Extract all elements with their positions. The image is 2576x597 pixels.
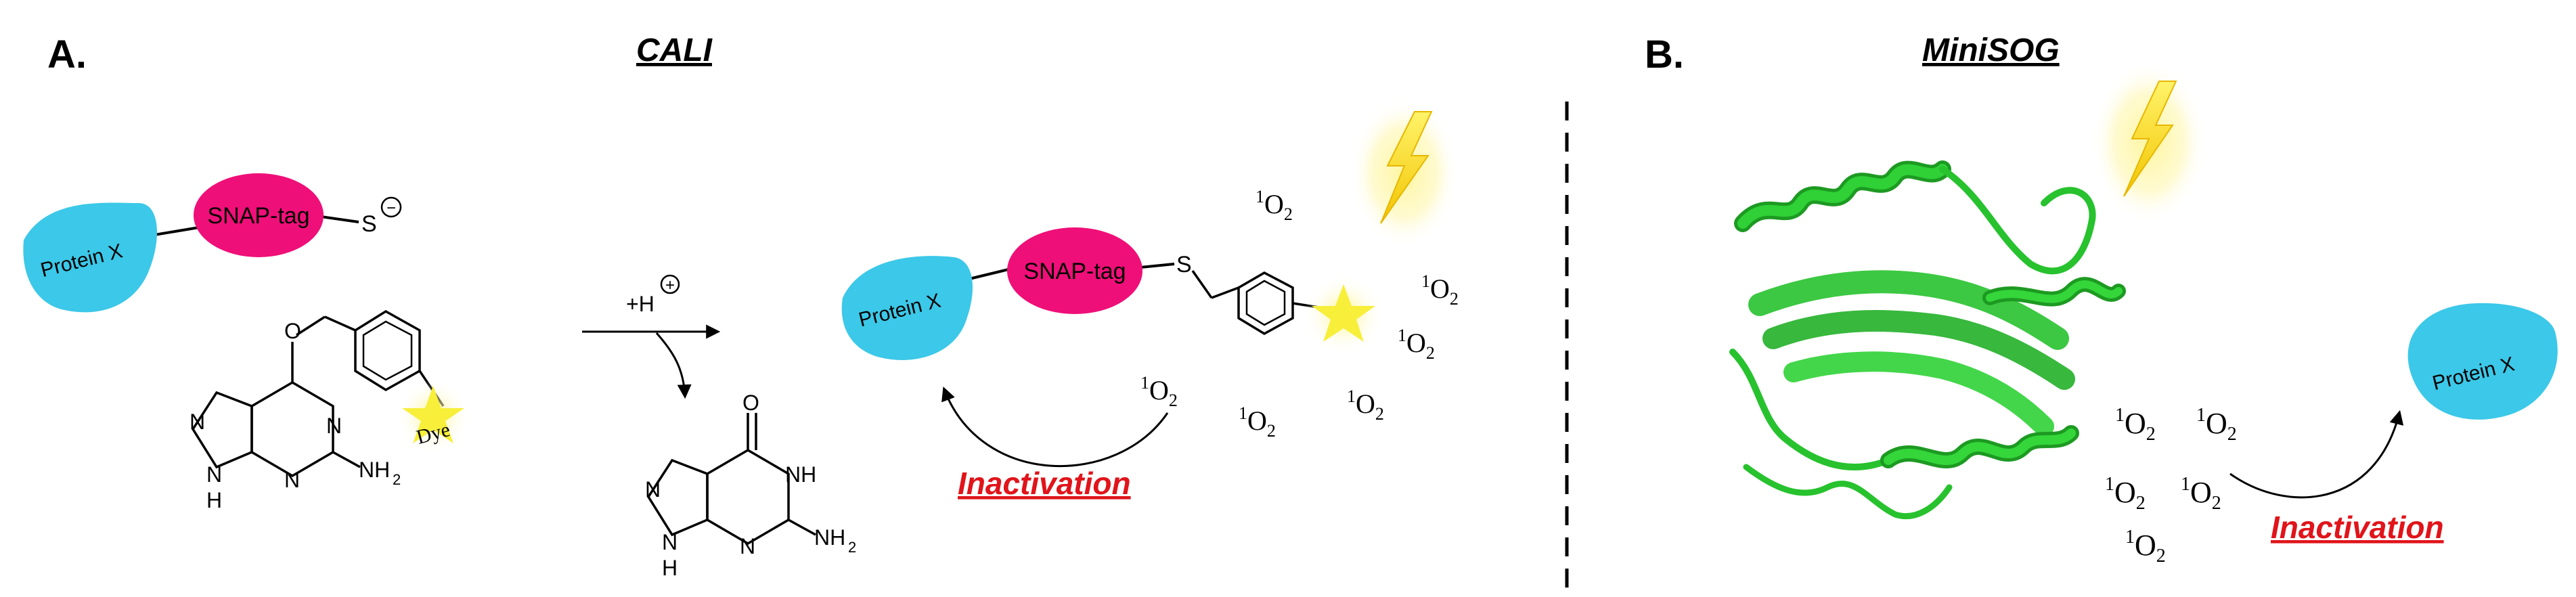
amine-subscript: 2: [393, 471, 401, 488]
nitrogen-atom: N: [326, 414, 342, 438]
singlet-oxygen-group-a: 1O2 1O2 1O2 1O2 1O2 1O2: [1140, 187, 1459, 441]
guanine-imidazole: [646, 458, 709, 537]
protein-x-blob: [23, 202, 158, 313]
snap-tag-label: SNAP-tag: [1023, 259, 1126, 284]
singlet-oxygen-label: 1O2: [2105, 474, 2146, 514]
inactivation-label-b: Inactivation: [2271, 510, 2444, 545]
protein-x-blob: [841, 256, 973, 360]
singlet-oxygen-label: 1O2: [1256, 187, 1293, 224]
panel-b-label: B.: [1645, 32, 1684, 76]
curved-arrow-icon: [2229, 410, 2404, 499]
singlet-oxygen-label: 1O2: [1347, 386, 1384, 424]
singlet-oxygen-label: 1O2: [2125, 527, 2166, 567]
bond: [324, 315, 356, 332]
thiolate-s: S: [361, 211, 377, 237]
bg-atom-labels: O N N N N H NH 2: [190, 319, 401, 512]
snap-tag-construct-labeled: Protein X SNAP-tag S: [841, 227, 1324, 360]
plus-charge-circle: [660, 274, 680, 294]
linker-line: [1140, 263, 1175, 269]
nh-group: NH: [785, 462, 816, 487]
guanine-atom-labels: O NH N N N H NH 2: [645, 391, 856, 580]
bond: [296, 315, 326, 336]
snap-tag-construct-left: Protein X SNAP-tag S −: [23, 173, 402, 313]
amine-nh: NH: [814, 525, 845, 550]
oxygen-atom: O: [742, 391, 759, 415]
panel-b-title: MiniSOG: [1922, 32, 2060, 68]
snap-tag-label: SNAP-tag: [207, 203, 309, 229]
oxygen-atom: O: [284, 319, 301, 343]
hydrogen-atom: H: [206, 488, 222, 512]
plus-charge: +: [665, 276, 675, 294]
panel-b: B. MiniSOG 1O2 1O2 1O2 1O2: [1645, 32, 2558, 567]
singlet-oxygen-label: 1O2: [1140, 373, 1178, 410]
dye-star-icon: [1303, 274, 1384, 355]
panel-a-title: CALI: [636, 32, 713, 68]
nitrogen-atom: N: [284, 468, 300, 492]
minus-charge: −: [386, 199, 396, 217]
amine-nh: NH: [359, 458, 390, 482]
snap-tag-ellipse: [194, 173, 324, 257]
nitrogen-atom: N: [645, 477, 661, 502]
guanine-structure: [646, 413, 816, 546]
panel-a: A. CALI Protein X SNAP-tag S −: [23, 32, 1459, 580]
singlet-oxygen-label: 1O2: [2196, 405, 2237, 445]
panel-a-label: A.: [47, 32, 87, 76]
bond: [332, 451, 361, 468]
snap-tag-ellipse: [1007, 227, 1142, 314]
singlet-oxygen-label: 1O2: [1398, 326, 1435, 363]
benzene-inner: [362, 320, 413, 381]
bond: [788, 518, 816, 536]
nitrogen-atom: N: [662, 530, 678, 554]
singlet-oxygen-label: 1O2: [1239, 403, 1276, 441]
pyrimidine-ring: [250, 380, 334, 478]
minisog-protein-ribbon: [1729, 160, 2126, 520]
singlet-oxygen-group-b: 1O2 1O2 1O2 1O2 1O2: [2105, 405, 2237, 567]
nitrogen-atom: N: [206, 462, 222, 487]
nitrogen-atom: N: [190, 410, 205, 434]
minus-charge-circle: [380, 196, 402, 218]
singlet-oxygen-label: 1O2: [2181, 474, 2221, 514]
hydrogen-atom: H: [662, 556, 678, 580]
guanine-pyrimidine: [706, 448, 790, 546]
singlet-oxygen-label: 1O2: [1421, 271, 1459, 309]
curved-arrow-icon: [941, 386, 1169, 468]
benzyl-linker: [1191, 269, 1324, 336]
protein-x-blob: [2407, 303, 2558, 420]
thioether-s: S: [1176, 252, 1192, 278]
inactivation-label-a: Inactivation: [958, 466, 1131, 501]
imidazole-ring: [191, 391, 253, 469]
singlet-oxygen-label: 1O2: [2115, 405, 2156, 445]
dye-star-icon: Dye: [396, 379, 470, 454]
lightning-bolt-icon: [1350, 98, 1459, 247]
amine-subscript: 2: [848, 539, 856, 556]
reaction-arrow-icon: +H +: [582, 274, 721, 399]
proton-label: +H: [626, 292, 654, 316]
nitrogen-atom: N: [740, 534, 755, 558]
lightning-bolt-icon: [2091, 61, 2206, 223]
